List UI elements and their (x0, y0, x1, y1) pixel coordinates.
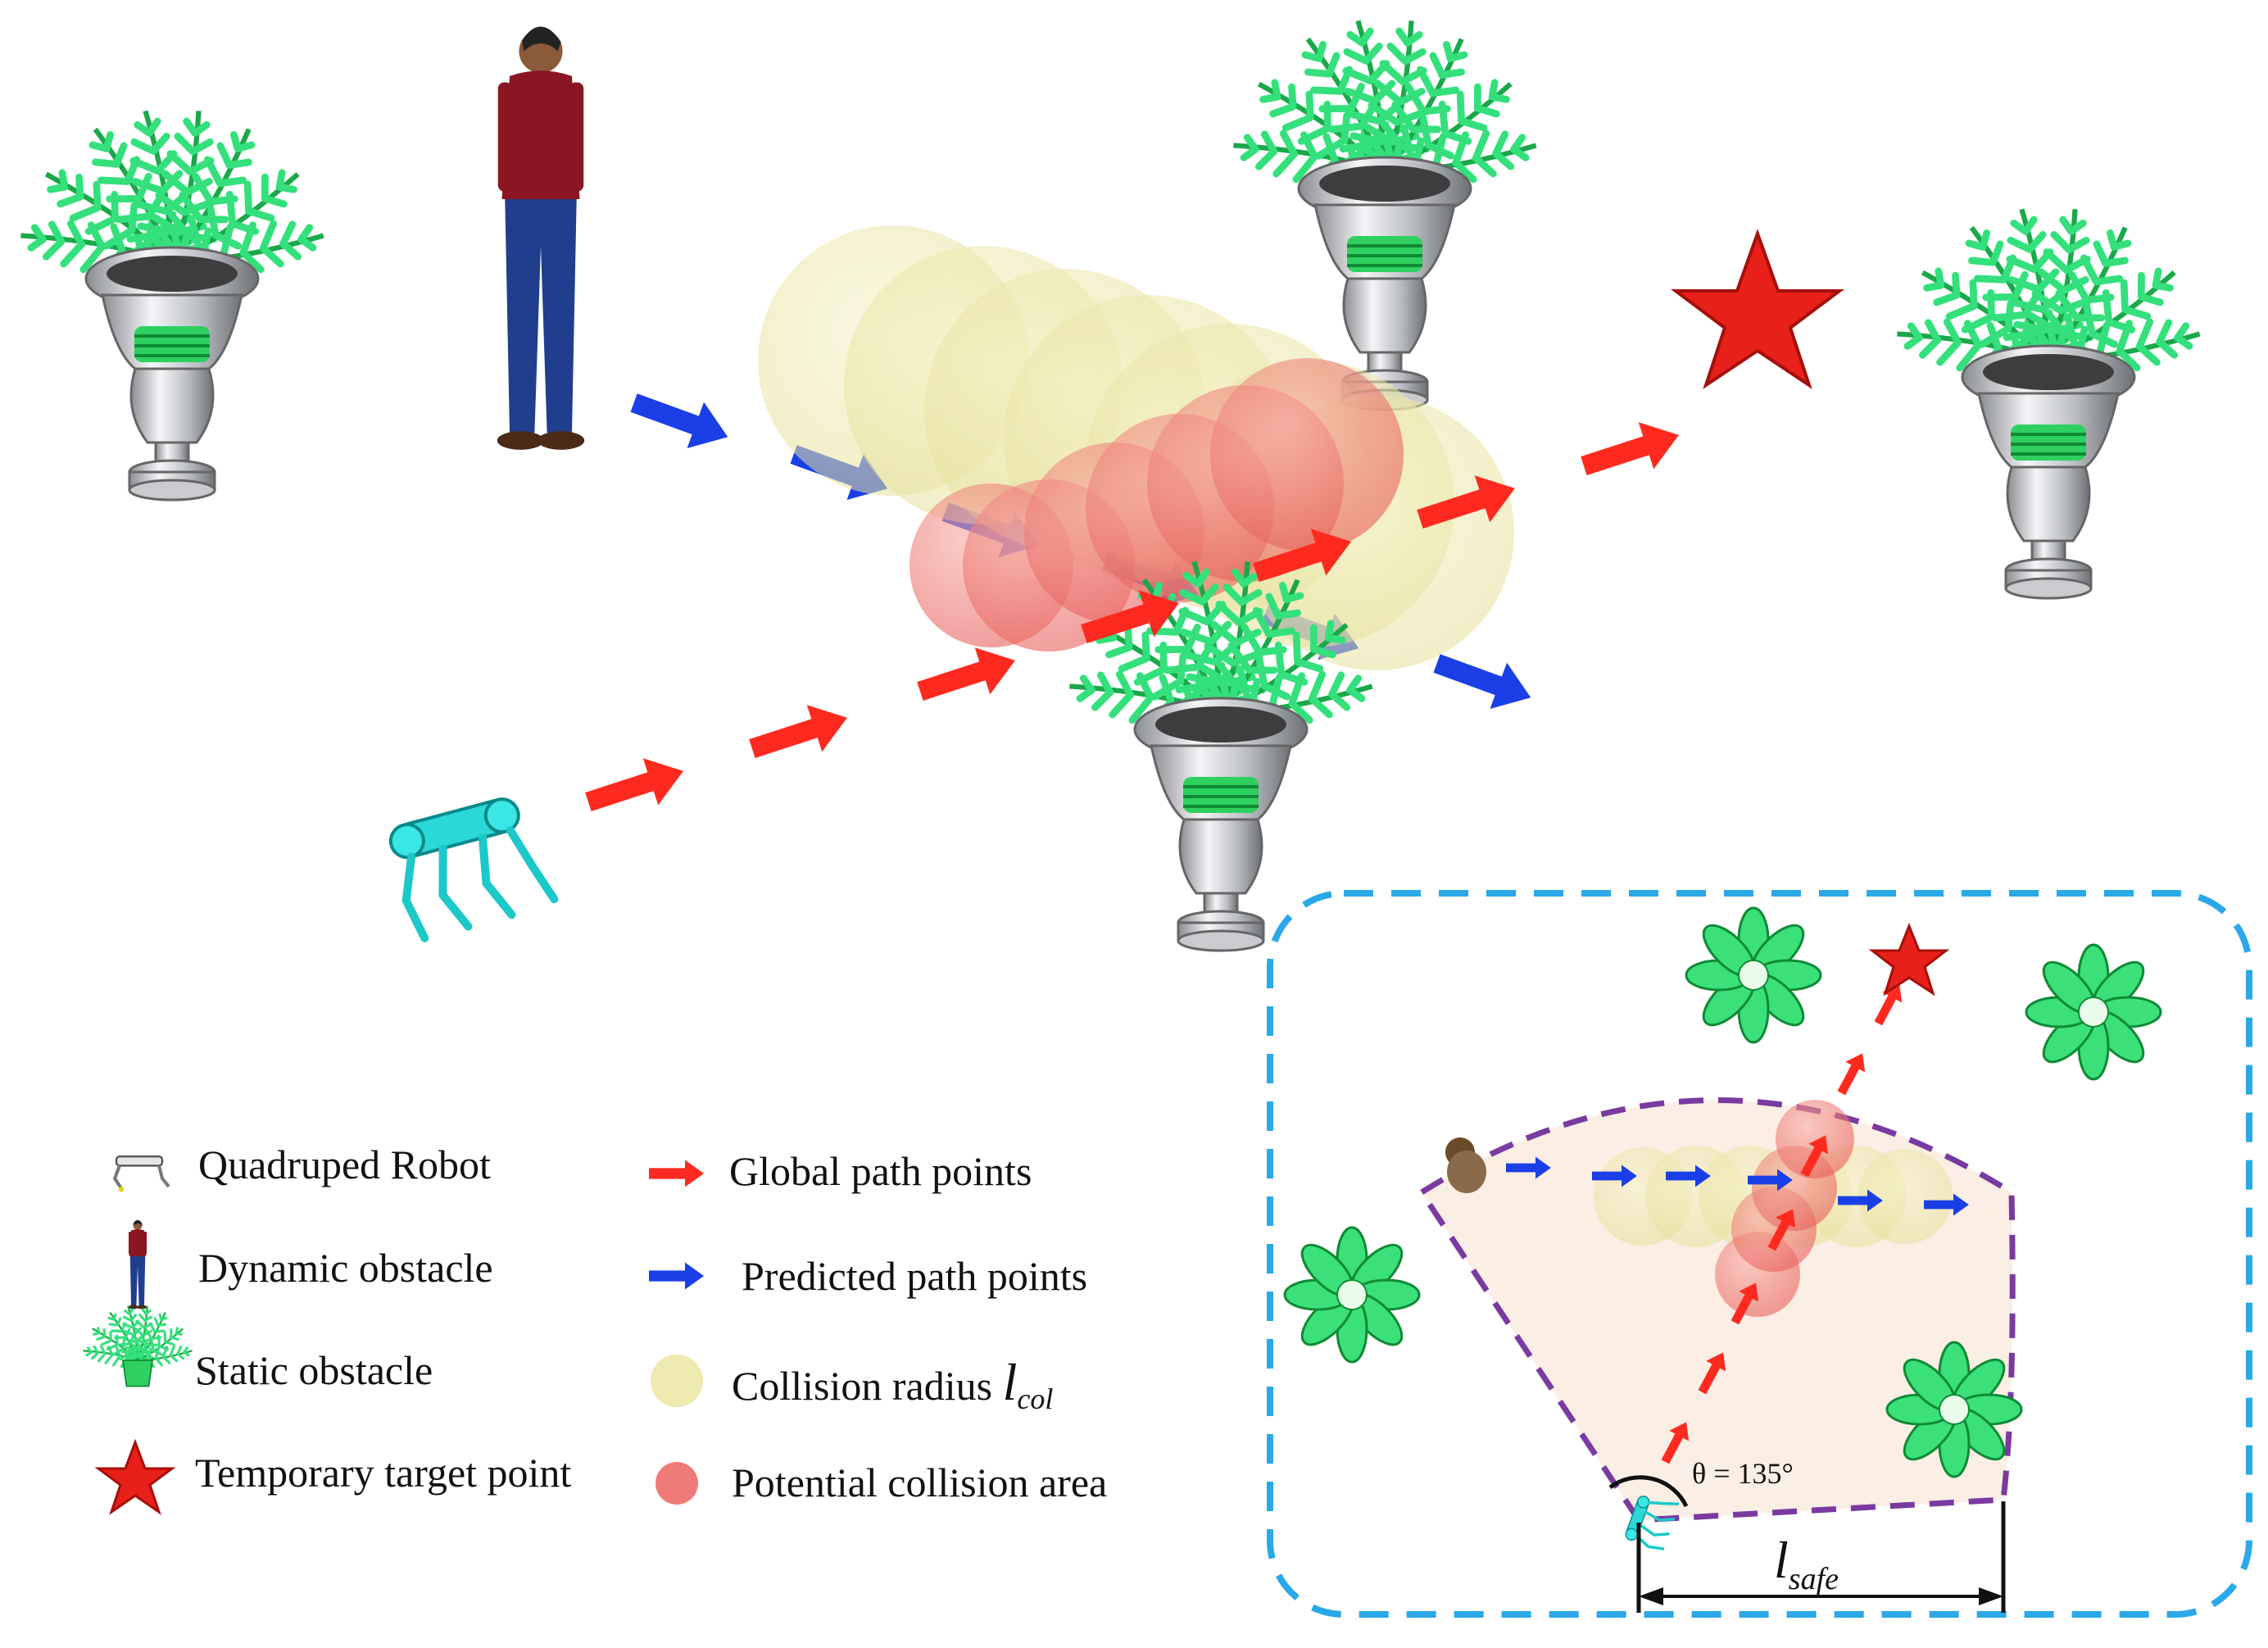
dynamic-obstacle-person (497, 26, 585, 450)
legend-label-predicted: Predicted path points (742, 1253, 1088, 1299)
potential-collision-circles (909, 358, 1404, 651)
legend-label-target: Temporary target point (195, 1450, 572, 1496)
inset-border (1267, 890, 2252, 1618)
global-path-arrow (1576, 411, 1687, 490)
legend-global-icon (649, 1160, 705, 1187)
legend-label-collision: Collision radius lcol (732, 1352, 1053, 1416)
legend-label-static: Static obstacle (195, 1347, 433, 1393)
inset-potential-circles (1715, 1100, 1854, 1317)
static-obstacle-plant (16, 107, 328, 500)
inset-target-star (1868, 922, 1950, 997)
legend-label-robot: Quadruped Robot (198, 1142, 491, 1187)
legend-dynamic-icon (128, 1219, 147, 1310)
inset-dynamic-obstacle (1445, 1137, 1486, 1193)
predicted-path-arrow (625, 379, 737, 461)
inset-static-obstacle (1285, 1228, 1419, 1362)
l-safe-label: lsafe (1774, 1531, 1839, 1596)
legend-label-collision-text: Collision radius (732, 1363, 993, 1409)
inset-static-obstacle (2026, 945, 2161, 1079)
potential-collision-circle (1210, 358, 1404, 552)
legend-label-collision-symbol: l (1002, 1353, 1018, 1411)
legend-potential-icon (655, 1462, 698, 1505)
legend-target-icon (94, 1438, 176, 1515)
legend-robot-icon (112, 1155, 170, 1192)
static-obstacle-plant (1893, 205, 2204, 598)
global-path-arrow (744, 694, 855, 773)
legend-static-icon (82, 1305, 194, 1387)
quadruped-robot (387, 792, 555, 941)
angle-arc (1608, 1475, 1689, 1508)
legend-collision-icon (651, 1355, 703, 1407)
legend-predicted-icon (649, 1262, 705, 1290)
angle-label: θ = 135° (1692, 1457, 1794, 1490)
legend-label-global: Global path points (729, 1148, 1032, 1194)
global-path-arrow (580, 747, 692, 826)
global-path-arrow (912, 637, 1023, 715)
legend-label-potential: Potential collision area (732, 1460, 1108, 1505)
legend-icons (82, 1155, 705, 1515)
inset-static-obstacle (1887, 1342, 2021, 1477)
legend-label-dynamic: Dynamic obstacle (198, 1245, 493, 1291)
inset-panel: θ = 135° lsafe (1267, 890, 2252, 1618)
temporary-target-star (1671, 229, 1844, 389)
legend-label-collision-sub: col (1017, 1382, 1054, 1415)
predicted-path-arrow (1428, 640, 1540, 721)
inset-static-obstacle (1686, 908, 1821, 1042)
